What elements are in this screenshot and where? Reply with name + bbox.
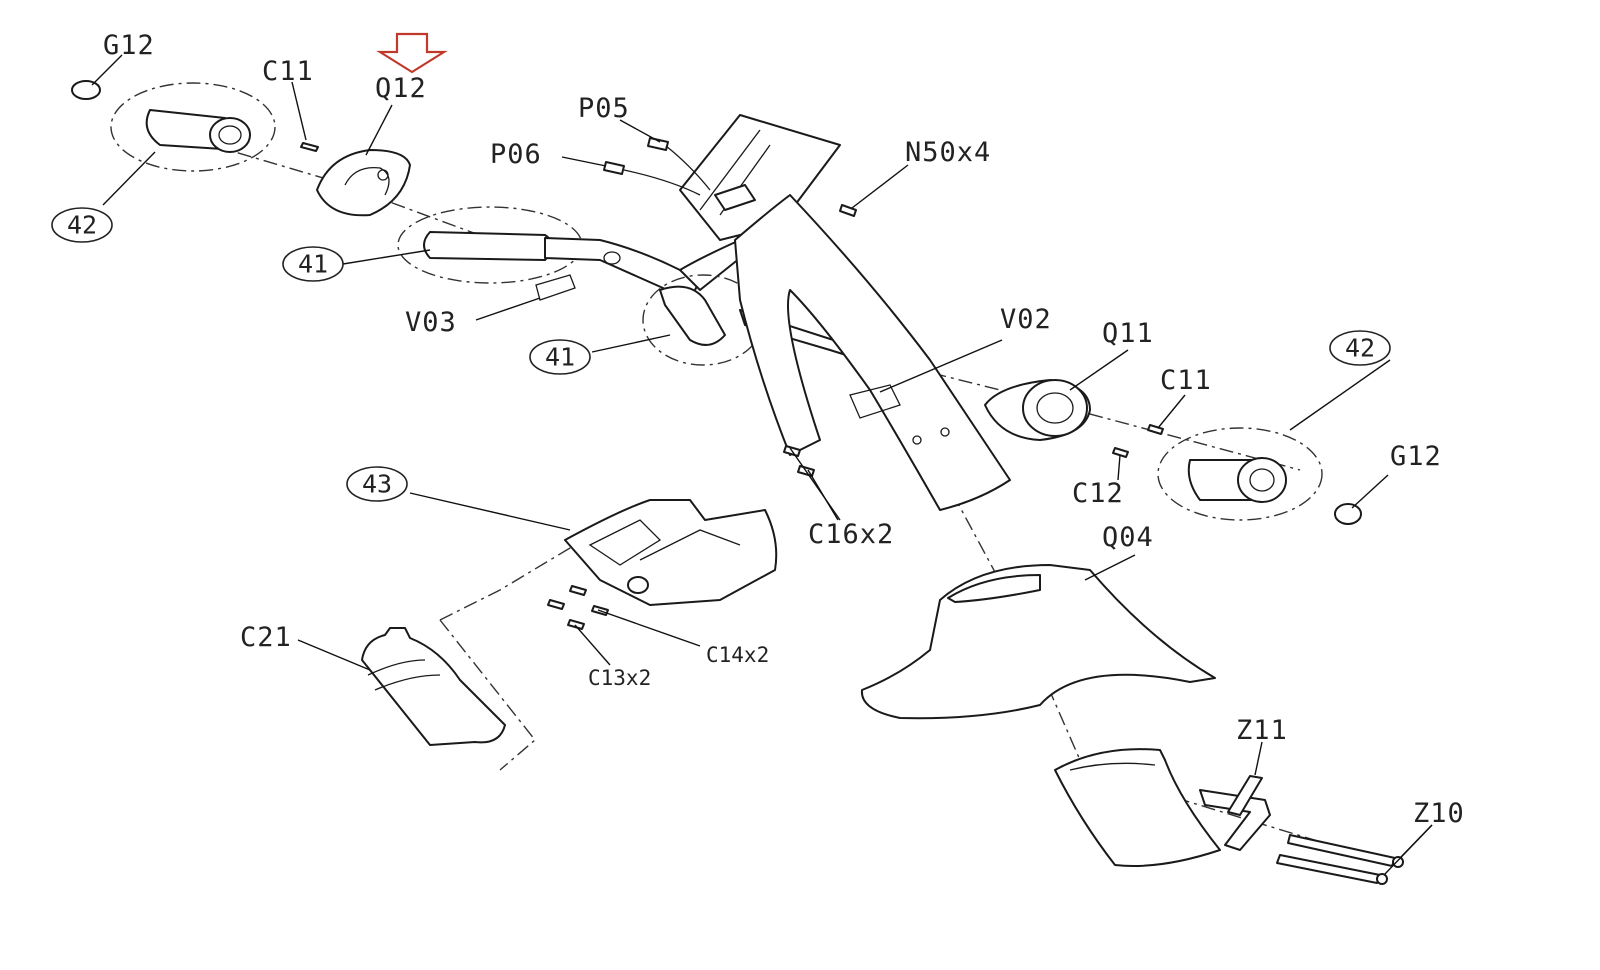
label-v02 [849, 384, 901, 419]
screw-c12 [1112, 447, 1129, 458]
part-labels: G12 C11 Q12 P05 P06 N50x4 V03 V02 Q11 C1… [103, 30, 1465, 829]
group-42-left-outline [110, 82, 276, 172]
label-g12-top: G12 [103, 30, 155, 61]
screw-n50 [839, 204, 857, 217]
bottle-holder-group [361, 499, 778, 746]
shroud-q04 [860, 564, 1216, 720]
label-q12: Q12 [375, 73, 427, 104]
label-p05: P05 [578, 93, 630, 124]
end-cap-q12 [316, 149, 411, 217]
callout-bubbles: 42 41 41 42 43 [51, 207, 1391, 502]
bolt-z11 [1227, 775, 1263, 816]
leader-lines [91, 54, 1433, 876]
handlebar-mast [734, 194, 1011, 511]
callout-41-lower: 41 [529, 339, 591, 375]
label-g12-right: G12 [1390, 441, 1442, 472]
bottle-holder-43 [564, 499, 778, 606]
right-end-cap-group [984, 379, 1362, 525]
console-bracket [603, 114, 857, 241]
screw-c11-left [300, 142, 319, 152]
connector-p05 [647, 137, 669, 151]
callout-42-left: 42 [51, 207, 113, 243]
svg-text:43: 43 [362, 470, 392, 499]
label-v02: V02 [1000, 304, 1052, 335]
callout-41-upper: 41 [282, 246, 344, 282]
connector-p06 [603, 161, 625, 175]
label-q04: Q04 [1102, 522, 1154, 553]
sticker-v03 [535, 274, 576, 301]
o-ring-g12-left [71, 80, 101, 100]
callout-43: 43 [346, 466, 408, 502]
label-c21: C21 [240, 622, 292, 653]
label-c16x2: C16x2 [808, 519, 894, 550]
label-n50x4: N50x4 [905, 137, 991, 168]
label-p06: P06 [490, 139, 542, 170]
bolt-z10-lower [1276, 854, 1381, 884]
label-z10: Z10 [1413, 798, 1465, 829]
svg-text:42: 42 [67, 211, 97, 240]
label-v03: V03 [405, 307, 457, 338]
svg-text:41: 41 [545, 343, 575, 372]
label-z11: Z11 [1236, 715, 1288, 746]
label-c13x2: C13x2 [588, 666, 651, 690]
left-end-cap-group [71, 80, 411, 217]
group-42-right-outline [1157, 427, 1323, 521]
screw-c11-right [1147, 424, 1164, 435]
water-bottle-c21 [361, 627, 506, 746]
label-c11-right: C11 [1160, 365, 1212, 396]
label-q11: Q11 [1102, 318, 1154, 349]
label-c11-top: C11 [262, 56, 314, 87]
callout-42-right: 42 [1329, 330, 1391, 366]
svg-text:42: 42 [1345, 334, 1375, 363]
grip-41-upper [423, 231, 554, 261]
label-c12: C12 [1072, 478, 1124, 509]
highlight-arrow-icon [376, 32, 448, 74]
o-ring-g12-right [1334, 503, 1362, 525]
label-c14x2: C14x2 [706, 643, 769, 667]
grip-41-lower [659, 285, 726, 346]
svg-text:41: 41 [298, 250, 328, 279]
base-bracket [1054, 748, 1404, 885]
console-plate [679, 114, 841, 241]
